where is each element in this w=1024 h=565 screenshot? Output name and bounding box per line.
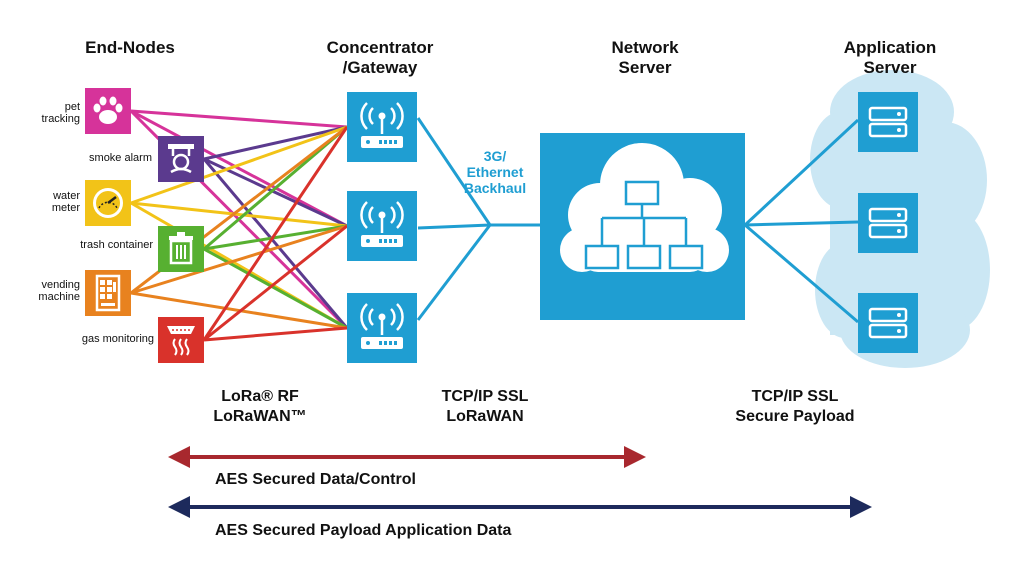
backhaul-line: Backhaul: [463, 180, 527, 196]
protocol-line: TCP/IP SSL: [751, 388, 839, 405]
backhaul-line: Ethernet: [466, 164, 524, 180]
vending-machine-icon: [85, 270, 131, 316]
protocol-line: LoRaWAN: [446, 408, 524, 425]
node-label-line: gas monitoring: [81, 333, 154, 345]
node-label-line: water: [53, 190, 80, 202]
node-label-line: machine: [38, 291, 80, 303]
gateway-antenna-icon: [347, 92, 417, 162]
backhaul-line: 3G/: [483, 148, 507, 164]
protocol-line: Secure Payload: [735, 408, 855, 425]
paw-icon: [85, 88, 131, 134]
node-gateway-link: [203, 125, 348, 161]
concentrator-header: Concentrator /Gateway: [310, 38, 450, 78]
node-label-line: tracking: [41, 113, 80, 125]
node-gateway-link: [130, 224, 348, 295]
aes-payload-label: AES Secured Payload Application Data: [215, 522, 512, 539]
node-gateway-link: [203, 125, 348, 251]
node-label-line: vending: [41, 279, 80, 291]
smoke-alarm-icon: [158, 136, 204, 182]
node-gateway-link: [130, 109, 348, 228]
end-nodes-header: End-Nodes: [70, 38, 190, 58]
protocol-secure-payload: TCP/IP SSL Secure Payload: [715, 387, 875, 427]
node-gateway-link: [203, 224, 348, 251]
node-label-line: trash container: [80, 239, 153, 251]
node-gateway-link: [130, 125, 348, 205]
gas-detector-icon: [158, 317, 204, 363]
end-nodes-title: End-Nodes: [85, 38, 175, 57]
server-rack-icon: [858, 293, 918, 353]
connection-lines: [129, 109, 349, 342]
node-gateway-link: [203, 224, 348, 342]
node-label-line: meter: [51, 202, 80, 214]
protocol-tcp-lorawan: TCP/IP SSL LoRaWAN: [420, 387, 550, 427]
node-label-pet-tracking: pet tracking: [0, 101, 80, 125]
protocol-line: LoRaWAN™: [213, 408, 307, 425]
application-server-group: [858, 92, 918, 353]
node-label-water-meter: water meter: [0, 190, 80, 214]
meter-gauge-icon: [85, 180, 131, 226]
node-gateway-link: [202, 126, 349, 341]
node-gateway-link: [202, 158, 349, 329]
node-label-line: smoke alarm: [89, 152, 152, 164]
node-label-gas-monitoring: gas monitoring: [0, 333, 154, 345]
network-hierarchy-icon: [584, 180, 704, 270]
protocol-line: LoRa® RF: [221, 388, 299, 405]
gateway-group: [347, 92, 417, 363]
end-node-icons: [85, 88, 204, 363]
application-title: Application: [843, 38, 937, 57]
trash-icon: [158, 226, 204, 272]
node-label-vending-machine: vending machine: [0, 279, 80, 303]
node-gateway-link: [130, 201, 348, 228]
aes-data-control-arrow: [168, 446, 646, 468]
node-label-line: pet: [64, 101, 80, 113]
application-server-header: Application Server: [825, 38, 955, 78]
network-title: Network: [611, 38, 679, 57]
gateway-title: /Gateway: [342, 58, 418, 77]
protocol-line: TCP/IP SSL: [441, 388, 529, 405]
gateway-antenna-icon: [347, 191, 417, 261]
network-server: [540, 133, 745, 320]
node-label-smoke-alarm: smoke alarm: [0, 152, 152, 164]
node-label-trash-container: trash container: [0, 239, 153, 251]
backhaul-label: 3G/ Ethernet Backhaul: [440, 148, 550, 196]
protocol-lora-rf: LoRa® RF LoRaWAN™: [195, 387, 325, 427]
aes-payload-arrow: [168, 496, 872, 518]
node-gateway-link: [203, 326, 348, 342]
concentrator-title: Concentrator: [326, 38, 434, 57]
server-rack-icon: [858, 193, 918, 253]
server-rack-icon: [858, 92, 918, 152]
gateway-antenna-icon: [347, 293, 417, 363]
backhaul-links: [416, 117, 860, 324]
aes-data-control-label: AES Secured Data/Control: [215, 471, 416, 488]
node-gateway-link: [130, 109, 348, 129]
network-server-header: Network Server: [580, 38, 710, 78]
network-server-title: Server: [618, 58, 672, 77]
application-server-title: Server: [863, 58, 917, 77]
